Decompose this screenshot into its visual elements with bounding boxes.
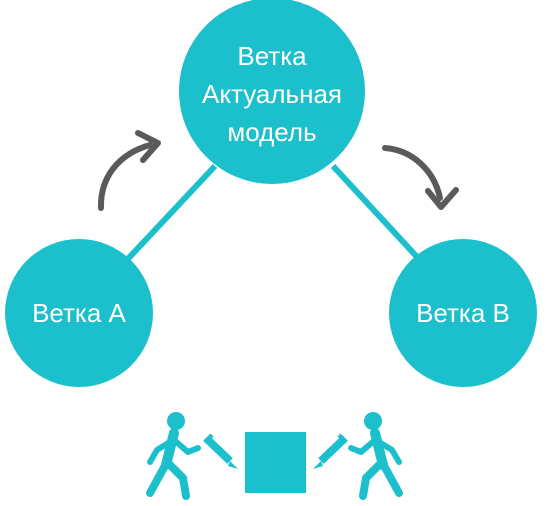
connector-left bbox=[122, 163, 218, 265]
node-current-model-line-1: Ветка bbox=[237, 41, 307, 71]
person-walking-icon bbox=[146, 412, 201, 500]
pencil-icon bbox=[313, 433, 348, 469]
square-block-icon bbox=[245, 432, 306, 493]
node-branch-a-label: Ветка А bbox=[32, 298, 126, 328]
node-branch-a: Ветка А bbox=[5, 239, 153, 387]
node-current-model-line-2: Актуальная bbox=[202, 79, 342, 109]
pencil-icon bbox=[203, 433, 238, 469]
node-branch-b: Ветка В bbox=[389, 239, 537, 387]
node-branch-b-label: Ветка В bbox=[416, 298, 510, 328]
arrow-down-icon bbox=[382, 145, 459, 210]
person-walking-icon bbox=[348, 412, 403, 500]
arrow-up-icon bbox=[97, 130, 161, 211]
node-current-model-line-3: модель bbox=[227, 117, 316, 147]
node-current-model: Ветка Актуальная модель bbox=[179, 0, 365, 184]
connector-right bbox=[330, 163, 421, 261]
